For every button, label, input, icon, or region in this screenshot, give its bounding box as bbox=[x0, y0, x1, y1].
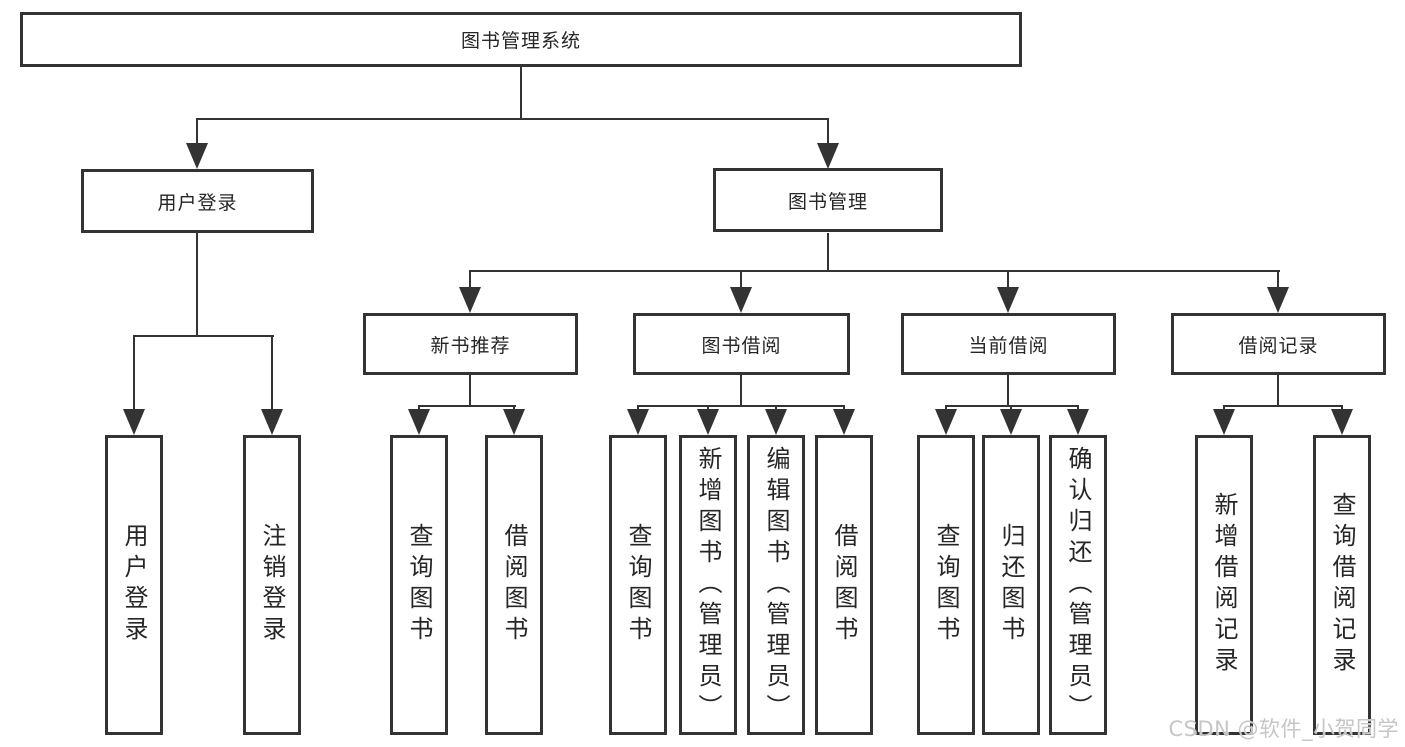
node-query-books-current: 查询图书 bbox=[917, 435, 975, 735]
node-query-books-borrow: 查询图书 bbox=[609, 435, 667, 735]
arrowhead-down-icon bbox=[817, 143, 839, 169]
connector-line bbox=[1007, 375, 1009, 407]
node-label: 查询借阅记录 bbox=[1328, 492, 1356, 678]
node-user-login-leaf: 用户登录 bbox=[105, 435, 163, 735]
node-borrow-records: 借阅记录 bbox=[1171, 313, 1386, 375]
node-label: 归还图书 bbox=[997, 523, 1025, 647]
node-label: 新增图书（管理员） bbox=[694, 445, 722, 725]
node-book-management: 图书管理 bbox=[713, 168, 943, 232]
connector-line bbox=[196, 233, 198, 337]
node-return-books: 归还图书 bbox=[982, 435, 1040, 735]
connector-line bbox=[740, 375, 742, 407]
connector-line bbox=[827, 233, 829, 272]
node-label: 注销登录 bbox=[258, 523, 286, 647]
node-label: 图书借阅 bbox=[701, 334, 782, 357]
connector-line bbox=[827, 118, 829, 147]
node-label: 确认归还（管理员） bbox=[1064, 445, 1092, 725]
connector-line bbox=[740, 270, 742, 289]
connector-line bbox=[1223, 405, 1343, 407]
node-label: 用户登录 bbox=[120, 523, 148, 647]
connector-line bbox=[469, 375, 471, 407]
node-label: 新书推荐 bbox=[430, 334, 511, 357]
arrowhead-down-icon bbox=[997, 287, 1019, 313]
node-edit-books-admin: 编辑图书（管理员） bbox=[747, 435, 805, 735]
node-label: 编辑图书（管理员） bbox=[762, 445, 790, 725]
connector-line bbox=[418, 405, 516, 407]
node-add-borrow-record: 新增借阅记录 bbox=[1195, 435, 1253, 735]
arrowhead-down-icon bbox=[186, 143, 208, 169]
node-label: 查询图书 bbox=[405, 523, 433, 647]
connector-line bbox=[1277, 270, 1279, 289]
connector-line bbox=[1007, 270, 1009, 289]
arrowhead-down-icon bbox=[765, 409, 787, 435]
node-label: 查询图书 bbox=[932, 523, 960, 647]
node-confirm-return-admin: 确认归还（管理员） bbox=[1049, 435, 1107, 735]
node-query-borrow-record: 查询借阅记录 bbox=[1313, 435, 1371, 735]
arrowhead-down-icon bbox=[123, 409, 145, 435]
arrowhead-down-icon bbox=[1267, 287, 1289, 313]
node-add-books-admin: 新增图书（管理员） bbox=[679, 435, 737, 735]
node-user-login: 用户登录 bbox=[81, 169, 314, 233]
arrowhead-down-icon bbox=[1213, 409, 1235, 435]
connector-line bbox=[469, 270, 471, 289]
arrowhead-down-icon bbox=[833, 409, 855, 435]
node-label: 新增借阅记录 bbox=[1210, 492, 1238, 678]
node-label: 用户登录 bbox=[157, 191, 238, 214]
node-label: 图书管理系统 bbox=[460, 30, 581, 52]
node-borrow-books-recommend: 借阅图书 bbox=[485, 435, 543, 735]
connector-line bbox=[520, 67, 522, 120]
arrowhead-down-icon bbox=[1067, 409, 1089, 435]
arrowhead-down-icon bbox=[459, 287, 481, 313]
node-label: 图书管理 bbox=[787, 190, 868, 213]
arrowhead-down-icon bbox=[935, 409, 957, 435]
connector-line bbox=[196, 118, 829, 120]
node-borrow-books-leaf: 借阅图书 bbox=[815, 435, 873, 735]
node-label: 借阅图书 bbox=[830, 523, 858, 647]
node-query-books-recommend: 查询图书 bbox=[390, 435, 448, 735]
arrowhead-down-icon bbox=[1331, 409, 1353, 435]
node-label: 借阅记录 bbox=[1238, 334, 1319, 357]
arrowhead-down-icon bbox=[730, 287, 752, 313]
node-label: 借阅图书 bbox=[500, 523, 528, 647]
arrowhead-down-icon bbox=[261, 409, 283, 435]
arrowhead-down-icon bbox=[408, 409, 430, 435]
connector-line bbox=[945, 405, 1079, 407]
node-current-borrow: 当前借阅 bbox=[901, 313, 1116, 375]
node-label: 当前借阅 bbox=[968, 334, 1049, 357]
arrowhead-down-icon bbox=[627, 409, 649, 435]
node-label: 查询图书 bbox=[624, 523, 652, 647]
node-book-borrow: 图书借阅 bbox=[633, 313, 850, 375]
connector-line bbox=[637, 405, 845, 407]
csdn-watermark: CSDN @软件_小贺同学 bbox=[1168, 717, 1399, 741]
connector-line bbox=[133, 335, 274, 337]
arrowhead-down-icon bbox=[697, 409, 719, 435]
connector-line bbox=[271, 335, 273, 411]
arrowhead-down-icon bbox=[1000, 409, 1022, 435]
arrowhead-down-icon bbox=[503, 409, 525, 435]
connector-line bbox=[469, 270, 1280, 272]
node-logout: 注销登录 bbox=[243, 435, 301, 735]
node-new-book-recommend: 新书推荐 bbox=[363, 313, 578, 375]
node-library-management-system: 图书管理系统 bbox=[20, 12, 1022, 67]
connector-line bbox=[133, 335, 135, 411]
connector-line bbox=[1277, 375, 1279, 407]
connector-line bbox=[196, 118, 198, 147]
